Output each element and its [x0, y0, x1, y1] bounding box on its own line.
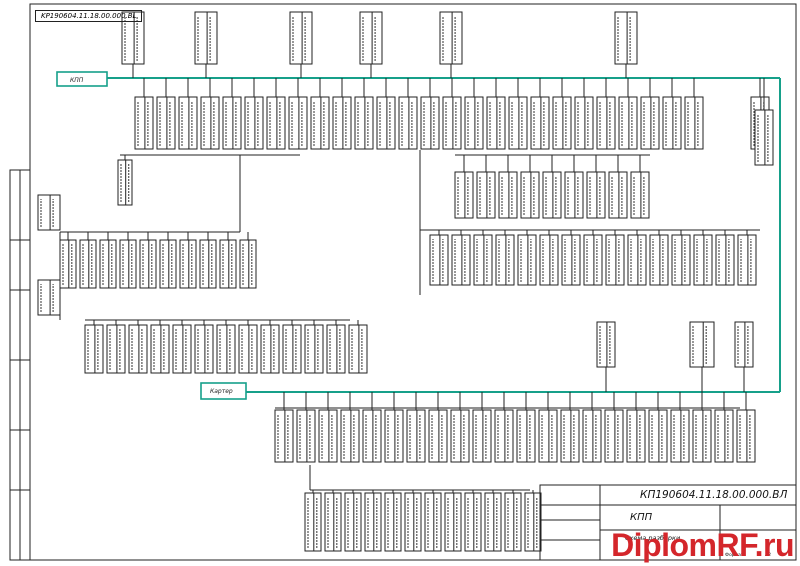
drawing-stamp: KP190604.11.18.00.000.BL — [35, 10, 143, 22]
top-row — [121, 11, 638, 78]
format-value: А2 — [765, 552, 771, 558]
row-bottom — [304, 490, 542, 552]
connectors — [59, 150, 760, 491]
drawing-code: КП190604.11.18.00.000.ВЛ — [640, 489, 787, 501]
drawing-name: КПП — [630, 512, 653, 523]
row-3 — [117, 155, 757, 286]
part-box — [37, 194, 61, 231]
format-label: Формат — [725, 552, 744, 558]
drawing-subtitle: Схема разборки — [625, 534, 680, 542]
row-lower — [274, 321, 756, 463]
part-box — [37, 279, 61, 316]
part-box — [117, 159, 133, 206]
main-bus — [105, 77, 781, 393]
watermark-logo: DiplomRF.ru — [611, 527, 794, 563]
bus-label-karter: Картер — [210, 388, 233, 395]
bus-box-kpp — [56, 71, 108, 87]
left-cluster — [37, 194, 368, 374]
part-box — [689, 321, 715, 368]
title-block: КП190604.11.18.00.000.ВЛ КПП Схема разбо… — [539, 484, 797, 561]
bus-box-karter — [200, 382, 247, 400]
row-2 — [134, 78, 774, 166]
bus-label-kpp: КПП — [70, 77, 84, 84]
